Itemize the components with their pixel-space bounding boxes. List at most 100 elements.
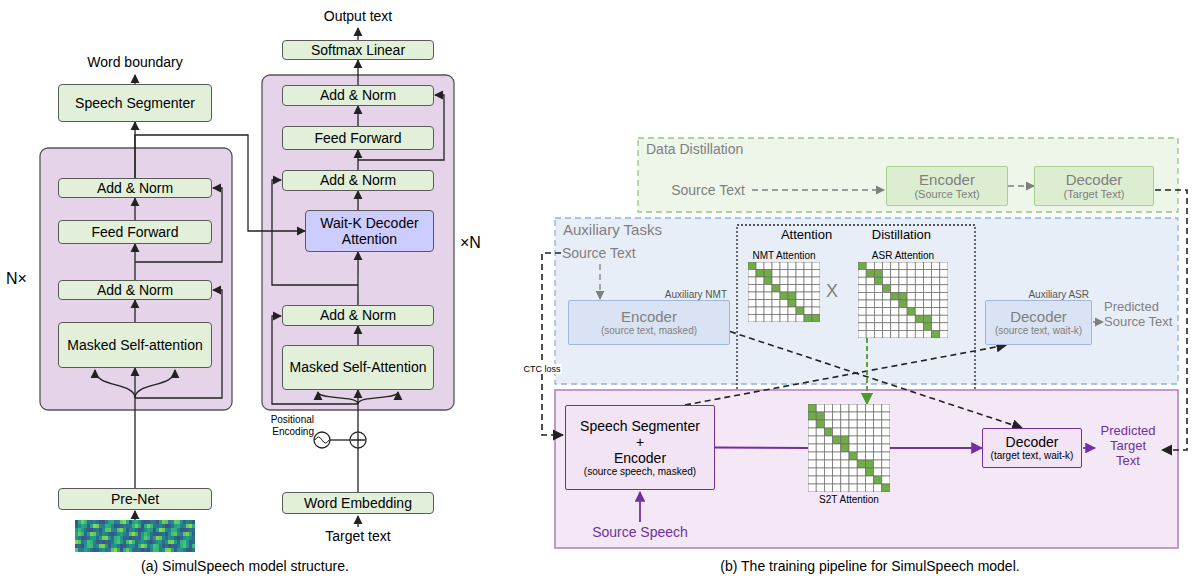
grid-cell xyxy=(874,420,882,428)
add-norm-box: Add & Norm xyxy=(58,178,212,198)
grid-cell xyxy=(874,270,882,278)
add-norm-box: Add & Norm xyxy=(282,85,434,106)
grid-cell xyxy=(841,404,849,412)
grid-cell xyxy=(824,460,832,468)
grid-cell xyxy=(812,292,820,300)
spectrogram-cell xyxy=(126,548,129,552)
grid-cell xyxy=(882,484,890,492)
grid-cell xyxy=(866,315,874,323)
input-arrow xyxy=(134,511,135,520)
product-sign: X xyxy=(822,281,842,302)
spectrogram-cell xyxy=(111,536,114,540)
grid-cell xyxy=(874,277,882,285)
spectrogram-cell xyxy=(126,544,129,548)
grid-cell xyxy=(764,307,772,315)
spectrogram-cell xyxy=(96,528,99,532)
grid-cell xyxy=(874,315,882,323)
grid-cell xyxy=(883,315,891,323)
grid-cell xyxy=(824,436,832,444)
grid-cell xyxy=(865,404,873,412)
spectrogram-cell xyxy=(192,528,195,532)
grid-cell xyxy=(857,436,865,444)
spectrogram-cell xyxy=(102,524,105,528)
spectrogram-cell xyxy=(99,548,102,552)
spectrogram-cell xyxy=(153,548,156,552)
grid-cell xyxy=(796,292,804,300)
split-curve xyxy=(135,370,175,398)
node-heading: ×N xyxy=(460,233,481,251)
spectrogram-cell xyxy=(84,536,87,540)
decoder-box: Decoder(Target Text) xyxy=(1034,166,1154,206)
auxiliary-band-outline xyxy=(555,218,1178,384)
spectrogram-cell xyxy=(177,528,180,532)
grid-cell xyxy=(816,444,824,452)
node-heading: ASR Attention xyxy=(872,250,934,262)
spectrogram-cell xyxy=(180,548,183,552)
grid-cell xyxy=(833,444,841,452)
grid-cell xyxy=(923,262,931,270)
spectrogram-cell xyxy=(75,536,78,540)
spectrogram-cell xyxy=(150,548,153,552)
spectrogram-cell xyxy=(84,544,87,548)
spectrogram-cell xyxy=(111,532,114,536)
spectrogram-cell xyxy=(153,536,156,540)
spectrogram-cell xyxy=(117,536,120,540)
spectrogram-cell xyxy=(147,532,150,536)
grid-cell xyxy=(899,285,907,293)
node-text: (Source Text) xyxy=(914,188,979,201)
node-text: Decoder xyxy=(1006,434,1059,450)
grid-cell xyxy=(812,277,820,285)
spectrogram-cell xyxy=(120,548,123,552)
spectrogram-cell xyxy=(180,536,183,540)
spectrogram-cell xyxy=(105,544,108,548)
grid-cell xyxy=(833,468,841,476)
decoder-box: Auxiliary ASRDecoder(source text, wait-k… xyxy=(985,300,1092,345)
grid-cell xyxy=(899,277,907,285)
connector xyxy=(134,198,135,220)
spectrogram-cell xyxy=(81,532,84,536)
grid-cell xyxy=(764,315,772,323)
spectrogram-cell xyxy=(132,548,135,552)
grid-cell xyxy=(940,285,948,293)
dashed-arrow xyxy=(599,264,600,299)
spectrogram-cell xyxy=(159,548,162,552)
spectrogram-cell xyxy=(129,524,132,528)
spectrogram-cell xyxy=(147,520,150,524)
spectrogram-cell xyxy=(159,524,162,528)
speech-input-arrow xyxy=(639,492,641,522)
spectrogram-cell xyxy=(159,532,162,536)
grid-cell xyxy=(849,420,857,428)
spectrogram-cell xyxy=(99,528,102,532)
spectrogram-cell xyxy=(96,548,99,552)
spectrogram-cell xyxy=(78,536,81,540)
grid-cell xyxy=(756,285,764,293)
spectrogram-cell xyxy=(102,528,105,532)
spectrogram-cell xyxy=(129,544,132,548)
positional-label: Positional Encoding xyxy=(258,414,314,437)
decoder-stack-outline xyxy=(262,75,454,410)
spectrogram-cell xyxy=(162,532,165,536)
grid-cell xyxy=(865,468,873,476)
connector xyxy=(134,368,135,488)
grid-cell xyxy=(788,262,796,270)
spectrogram-cell xyxy=(108,544,111,548)
grid-cell xyxy=(816,436,824,444)
spectrogram-cell xyxy=(165,524,168,528)
spectrogram-cell xyxy=(180,520,183,524)
grid-cell xyxy=(882,476,890,484)
spectrogram-cell xyxy=(159,520,162,524)
grid-cell xyxy=(866,285,874,293)
node-heading: Auxiliary ASR xyxy=(1028,289,1089,301)
spectrogram-cell xyxy=(189,528,192,532)
grid-cell xyxy=(772,292,780,300)
spectrogram-cell xyxy=(75,540,78,544)
grid-cell xyxy=(812,262,820,270)
spectrogram-cell xyxy=(168,528,171,532)
spectrogram-cell xyxy=(171,548,174,552)
spectrogram-cell xyxy=(123,520,126,524)
spectrogram-cell xyxy=(150,524,153,528)
spectrogram-cell xyxy=(165,540,168,544)
spectrogram-cell xyxy=(99,536,102,540)
spectrogram-cell xyxy=(108,528,111,532)
